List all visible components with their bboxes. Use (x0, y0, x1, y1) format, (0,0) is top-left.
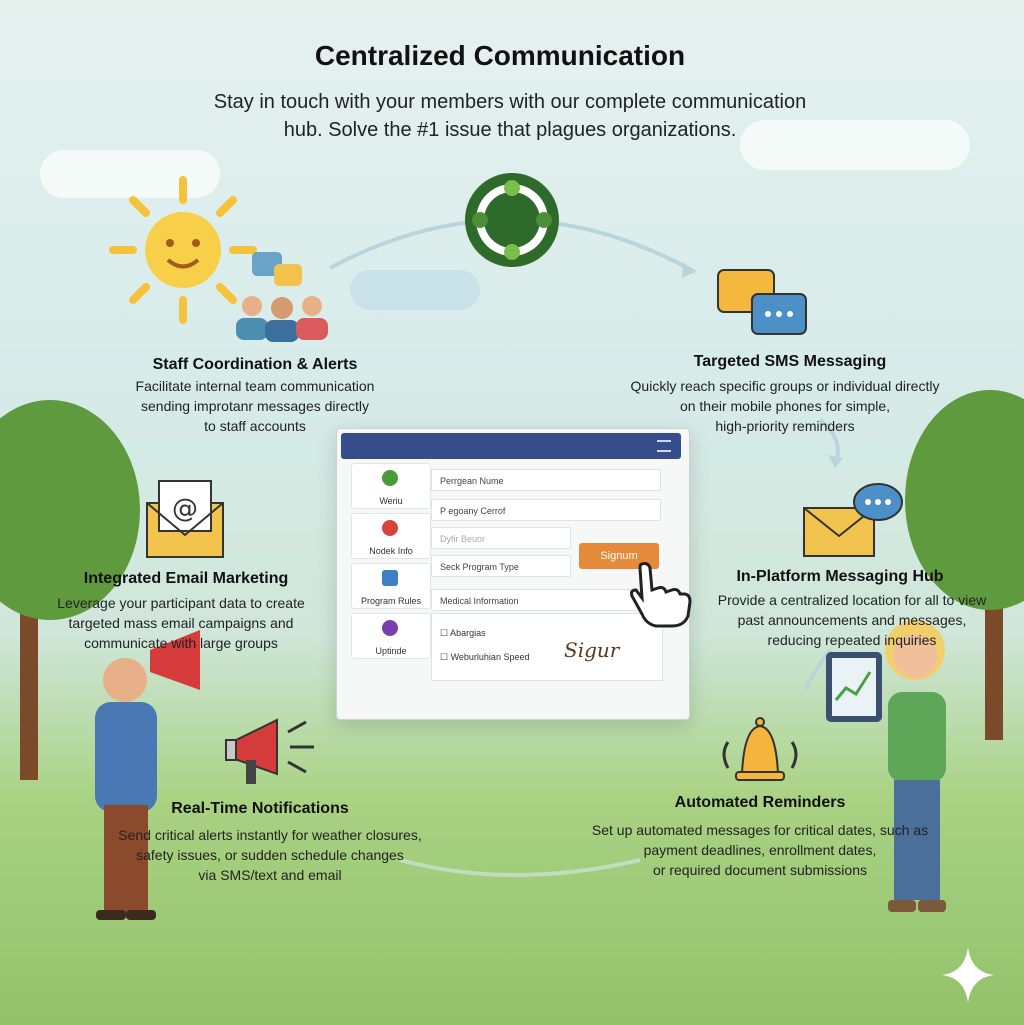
menu-icon (657, 440, 671, 452)
sparkle-icon (942, 947, 994, 1003)
checklist-item[interactable]: ☐ Weburluhian Speed (440, 652, 530, 662)
app-mockup-window: Weriu Nodek Info Program Rules Uptinde P… (336, 428, 690, 720)
cloud (740, 120, 970, 170)
form-field[interactable]: Dyfir Beuor (431, 527, 571, 549)
sidebar-item-label: Program Rules (360, 596, 422, 606)
sidebar-item-label: Weriu (379, 496, 403, 506)
desc-line: to staff accounts (204, 418, 306, 434)
checklist-box: ☐ Abargias ☐ Weburluhian Speed Sigur (431, 613, 663, 681)
person-with-tablet-illustration (826, 620, 946, 912)
program-type-select[interactable]: Seck Program Type (431, 555, 571, 577)
desc-line: sending improtanr messages directly (141, 398, 369, 414)
upload-icon (382, 620, 398, 636)
desc-line: on their mobile phones for simple, (679, 398, 891, 414)
staff-group-icon (236, 252, 328, 342)
sidebar-item-weriu[interactable]: Weriu (351, 463, 431, 509)
feature-description: Set up automated messages for critical d… (570, 820, 950, 880)
form-field[interactable]: Perrgean Nume (431, 469, 661, 491)
signature: Sigur (564, 638, 620, 662)
feature-description: Send critical alerts instantly for weath… (90, 825, 450, 885)
hand-cursor-icon (630, 562, 692, 628)
feature-description: Quickly reach specific groups or individ… (600, 376, 970, 436)
cloud (350, 270, 480, 310)
community-logo-icon (465, 173, 559, 267)
desc-line: past announcements and messages, (737, 612, 967, 628)
subtitle-line: Stay in touch with your members with our… (213, 91, 807, 113)
checklist-item[interactable]: ☐ Abargias (440, 628, 486, 638)
sidebar-item-program-rules[interactable]: Program Rules (351, 563, 431, 609)
feature-title: In-Platform Messaging Hub (736, 568, 944, 585)
tree-icon (0, 400, 140, 620)
email-envelope-icon: @ (146, 480, 224, 558)
feature-title: Staff Coordination & Alerts (152, 356, 358, 373)
desc-line: communicate with large groups (84, 635, 278, 651)
person-with-megaphone-illustration (95, 630, 200, 920)
desc-line: targeted mass email campaigns and (68, 615, 294, 631)
medical-information-section: Medical Information (431, 589, 661, 611)
feature-title: Integrated Email Marketing (83, 570, 289, 587)
desc-line: payment deadlines, enrollment dates, (643, 842, 877, 858)
check-icon (382, 470, 398, 486)
page-title: Centralized Communication (314, 40, 686, 71)
feature-description: Leverage your participant data to create… (26, 593, 336, 653)
sun-icon (109, 176, 257, 324)
sidebar-item-label: Nodek Info (369, 546, 413, 556)
heart-icon (382, 520, 398, 536)
sidebar-item-nodek-info[interactable]: Nodek Info (351, 513, 431, 559)
desc-line: Provide a centralized location for all t… (717, 592, 987, 608)
desc-line: Set up automated messages for critical d… (591, 822, 929, 838)
feature-title: Targeted SMS Messaging (693, 353, 887, 370)
sidebar-item-uptinde[interactable]: Uptinde (351, 613, 431, 659)
desc-line: safety issues, or sudden schedule change… (136, 847, 404, 863)
desc-line: or required document submissions (653, 862, 867, 878)
svg-text:@: @ (172, 494, 198, 524)
desc-line: high-priority reminders (715, 418, 855, 434)
desc-line: Quickly reach specific groups or individ… (630, 378, 940, 394)
megaphone-icon (225, 718, 314, 784)
desc-line: via SMS/text and email (198, 867, 342, 883)
sidebar-item-label: Uptinde (375, 646, 407, 656)
checklist-item-label: Abargias (450, 628, 486, 638)
feature-description: Facilitate internal team communication s… (100, 376, 410, 436)
page-subtitle: Stay in touch with your members with our… (170, 88, 850, 144)
feature-title: Real-Time Notifications (171, 800, 349, 817)
message-hub-icon (803, 483, 903, 557)
desc-line: Facilitate internal team communication (135, 378, 375, 394)
calendar-icon (382, 570, 398, 586)
feature-description: Provide a centralized location for all t… (690, 590, 1014, 650)
subtitle-line: hub. Solve the #1 issue that plagues org… (283, 119, 737, 141)
desc-line: reducing repeated inquiries (767, 632, 937, 648)
desc-line: Leverage your participant data to create (57, 595, 305, 611)
cloud (40, 150, 220, 198)
desc-line: Send critical alerts instantly for weath… (118, 827, 422, 843)
sms-chat-icon (717, 269, 807, 335)
mockup-titlebar (341, 433, 681, 459)
feature-title: Automated Reminders (674, 794, 846, 811)
form-field[interactable]: P egoany Cerrof (431, 499, 661, 521)
checklist-item-label: Weburluhian Speed (450, 652, 530, 662)
bell-icon (722, 717, 798, 781)
